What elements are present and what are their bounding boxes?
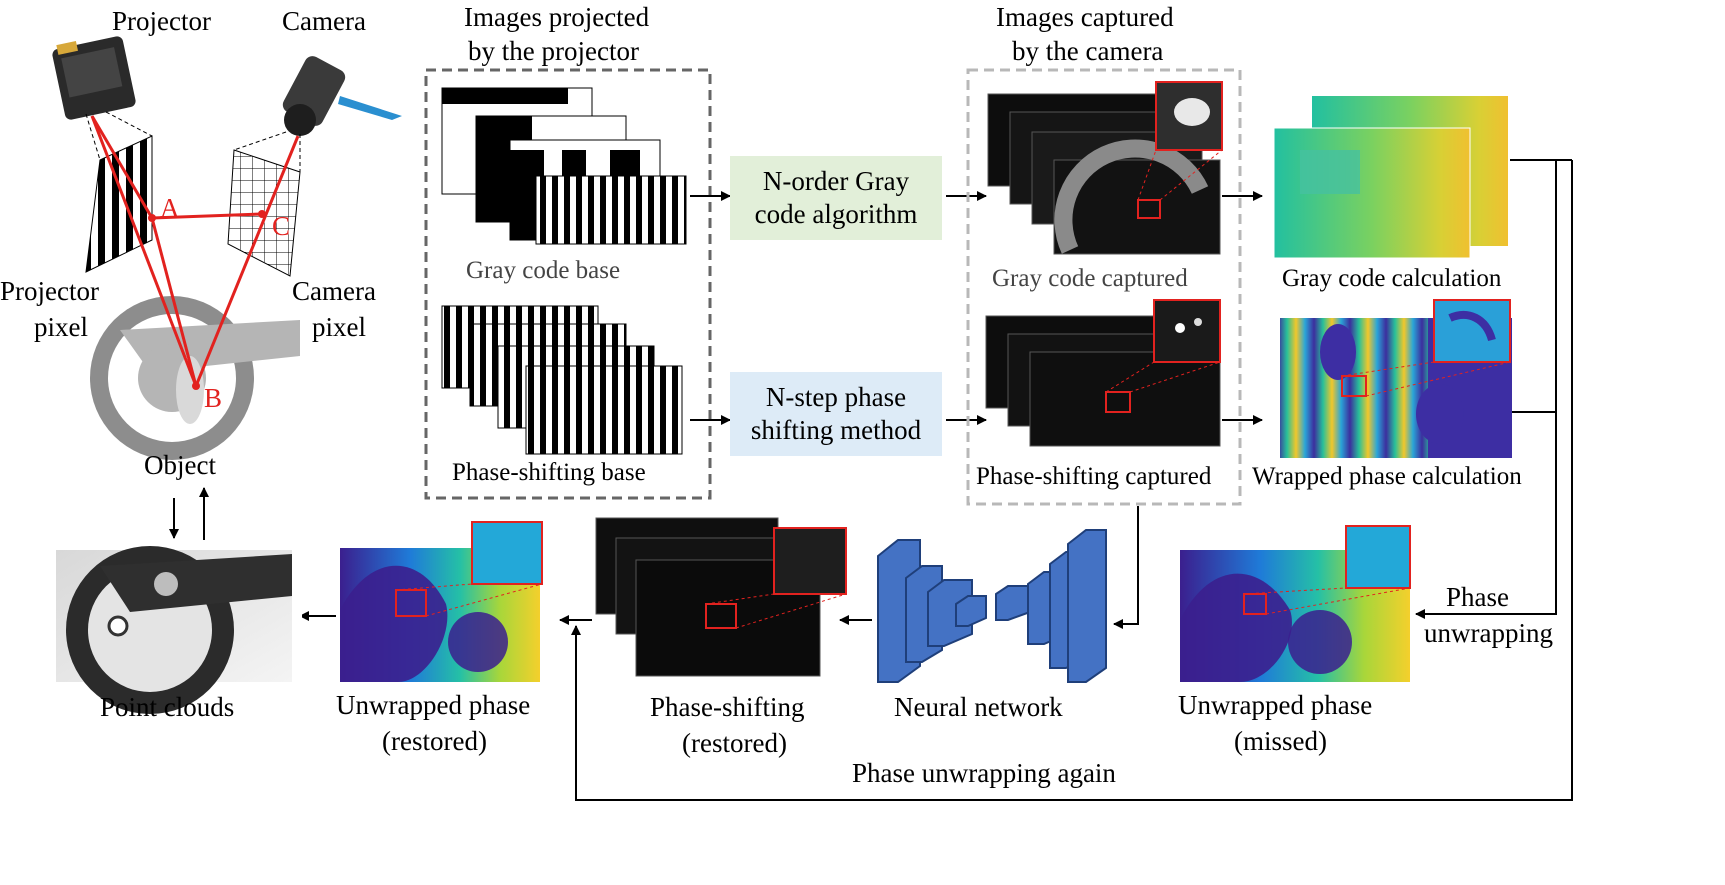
- phase-shifting-base-stack: [441, 305, 683, 455]
- projector-pixel-label-2: pixel: [34, 312, 88, 342]
- object-label: Object: [144, 450, 216, 480]
- point-c-label: C: [272, 211, 291, 241]
- unwrapped-missed-label-1: Unwrapped phase: [1178, 690, 1373, 720]
- gray-code-base-label: Gray code base: [466, 257, 621, 284]
- phase-shifting-base-label: Phase-shifting base: [452, 459, 646, 486]
- unwrapped-missed-label-2: (missed): [1234, 726, 1327, 756]
- gray-code-calculation-label: Gray code calculation: [1282, 265, 1502, 292]
- neural-network-label: Neural network: [894, 692, 1063, 722]
- camera-pixel-label-1: Camera: [292, 276, 376, 306]
- unwrapped-restored-label-2: (restored): [382, 726, 487, 756]
- phase-shifting-method-line-1: N-step phase: [765, 382, 907, 412]
- projector-device: [52, 36, 136, 120]
- camera-pixel-label-2: pixel: [312, 312, 366, 342]
- phase-shifting-method-text: N-step phase shifting method: [730, 372, 942, 456]
- gray-code-base-stack: [441, 87, 687, 245]
- captured-images-frame: [966, 68, 1242, 506]
- phase-unwrapping-label-2: unwrapping: [1424, 618, 1553, 648]
- projected-images-frame: [424, 68, 712, 500]
- captured-title-1: Images captured: [996, 2, 1174, 32]
- projector-pixel-label-1: Projector: [0, 276, 99, 306]
- phase-restored-label-2: (restored): [682, 728, 787, 758]
- phase-shifting-captured-label: Phase-shifting captured: [976, 463, 1212, 490]
- projected-title-2: by the projector: [468, 36, 639, 66]
- phase-unwrapping-label-1: Phase: [1446, 582, 1509, 612]
- gray-code-captured-label: Gray code captured: [992, 265, 1188, 292]
- phase-shifting-method-line-2: shifting method: [750, 415, 922, 445]
- point-clouds-image: [56, 546, 292, 714]
- camera-label: Camera: [282, 6, 366, 36]
- triangulation-lines: [90, 115, 300, 387]
- point-b-label: B: [204, 383, 223, 413]
- gray-code-algorithm-line-2: code algorithm: [754, 199, 918, 229]
- point-a-label: A: [160, 193, 180, 223]
- gray-code-algorithm-box: [730, 156, 942, 240]
- phase-shifting-restored-stack: [595, 517, 847, 677]
- neural-network-graphic: [877, 529, 1107, 683]
- gray-code-algorithm-text: N-order Gray code algorithm: [730, 156, 942, 240]
- gray-code-captured-stack: [987, 81, 1223, 255]
- gray-code-calculation-images: [1273, 96, 1508, 259]
- captured-title-2: by the camera: [1012, 36, 1164, 66]
- unwrapped-phase-restored-image: [340, 521, 543, 682]
- gray-code-algorithm-line-1: N-order Gray: [762, 166, 910, 196]
- phase-shifting-captured-stack: [985, 299, 1221, 447]
- wrapped-phase-calculation-image: [1280, 299, 1512, 458]
- unwrapped-phase-missed-image: [1180, 525, 1411, 682]
- phase-unwrapping-again-label: Phase unwrapping again: [852, 758, 1116, 788]
- unwrapped-restored-label-1: Unwrapped phase: [336, 690, 531, 720]
- projector-fringe-plane: [85, 135, 153, 273]
- projected-title-1: Images projected: [464, 2, 650, 32]
- phase-restored-label-1: Phase-shifting: [650, 692, 805, 722]
- camera-device: [282, 56, 402, 136]
- phase-shifting-method-box: [730, 372, 942, 456]
- point-clouds-label: Point clouds: [100, 692, 235, 722]
- projector-label: Projector: [112, 6, 211, 36]
- wrapped-phase-calculation-label: Wrapped phase calculation: [1252, 463, 1522, 490]
